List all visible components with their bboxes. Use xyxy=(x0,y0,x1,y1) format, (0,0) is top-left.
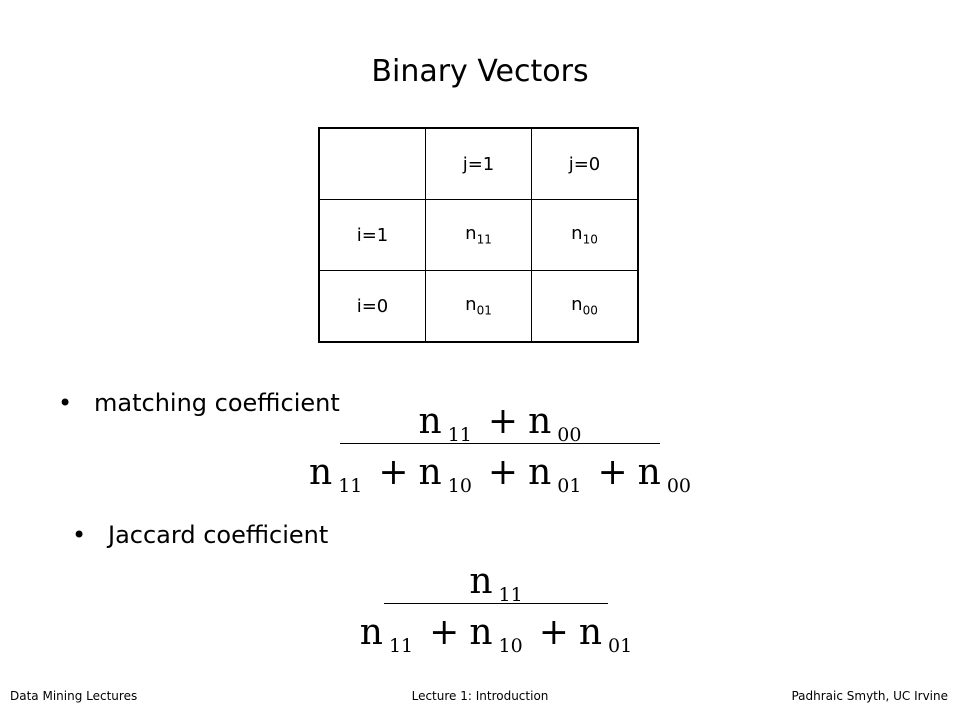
term-base: n xyxy=(637,452,661,493)
term-base: n xyxy=(469,612,493,653)
term-subscript: 11 xyxy=(388,635,414,657)
plus-operator: + xyxy=(378,452,409,493)
slide-title: Binary Vectors xyxy=(371,54,589,89)
table-cell: n11 xyxy=(425,199,532,271)
cell-subscript: 10 xyxy=(582,232,598,247)
cell-subscript: 00 xyxy=(582,303,598,318)
table-cell: n10 xyxy=(531,199,639,271)
term-subscript: 00 xyxy=(666,475,692,497)
plus-operator: + xyxy=(429,612,460,653)
term-base: n xyxy=(309,452,333,493)
term-base: n xyxy=(469,561,493,602)
footer-center: Lecture 1: Introduction xyxy=(411,689,549,703)
table-row-label: i=0 xyxy=(318,270,426,343)
cell-base: n xyxy=(465,294,477,316)
table-row: i=0 n01 n00 xyxy=(318,270,639,343)
table-header-row: j=1 j=0 xyxy=(318,127,639,200)
term-subscript: 11 xyxy=(447,424,472,446)
cell-subscript: 01 xyxy=(476,303,492,318)
cell-base: n xyxy=(465,223,477,245)
cell-subscript: 11 xyxy=(476,232,492,247)
footer-right: Padhraic Smyth, UC Irvine xyxy=(791,689,948,703)
plus-operator: + xyxy=(597,452,628,493)
bullet-dot: • xyxy=(58,389,73,417)
table-row: i=1 n11 n10 xyxy=(318,199,639,271)
table-header-cell: j=0 xyxy=(531,127,639,200)
bullet-dot: • xyxy=(72,521,87,549)
term-subscript: 11 xyxy=(338,475,363,497)
term-subscript: 01 xyxy=(557,475,582,497)
plus-operator: + xyxy=(487,401,519,442)
term-base: n xyxy=(528,452,552,493)
term-subscript: 10 xyxy=(447,475,472,497)
term-base: n xyxy=(578,612,603,653)
term-subscript: 01 xyxy=(608,635,633,657)
fraction-bar xyxy=(384,603,608,604)
cell-base: n xyxy=(571,294,583,316)
term-subscript: 10 xyxy=(498,635,523,657)
term-base: n xyxy=(418,452,442,493)
bullet-matching: • matching coefficient xyxy=(58,389,340,417)
table-corner-cell xyxy=(318,127,426,200)
term-base: n xyxy=(418,401,442,442)
term-base: n xyxy=(528,401,552,442)
term-subscript: 00 xyxy=(557,424,582,446)
cell-base: n xyxy=(571,223,583,245)
table-header-cell: j=1 xyxy=(425,127,532,200)
bullet-text: Jaccard coefficient xyxy=(108,521,329,549)
bullet-jaccard: • Jaccard coefficient xyxy=(72,521,328,549)
plus-operator: + xyxy=(487,452,519,493)
footer-left: Data Mining Lectures xyxy=(10,689,138,703)
table-cell: n01 xyxy=(425,270,532,343)
term-subscript: 11 xyxy=(498,584,523,606)
table-cell: n00 xyxy=(531,270,639,343)
term-base: n xyxy=(359,612,383,653)
fraction-bar xyxy=(340,443,660,444)
plus-operator: + xyxy=(538,612,569,653)
table-row-label: i=1 xyxy=(318,199,426,271)
contingency-table: j=1 j=0 i=1 n11 n10 i=0 n01 n00 xyxy=(318,127,639,343)
bullet-text: matching coefficient xyxy=(94,389,340,417)
